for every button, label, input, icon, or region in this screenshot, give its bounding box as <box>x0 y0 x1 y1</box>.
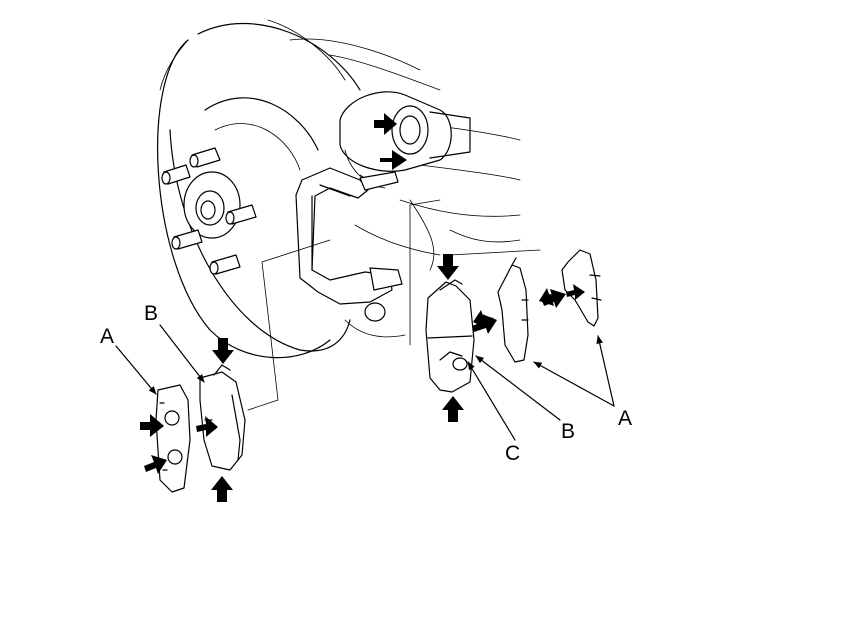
leader-lines <box>115 324 615 441</box>
caliper-bracket <box>295 167 403 305</box>
caliper-piston-assembly <box>339 91 471 189</box>
knuckle-outline <box>289 38 521 338</box>
left-shim-b <box>199 364 246 471</box>
left-shim-a <box>155 384 191 493</box>
wheel-studs <box>161 147 257 275</box>
arrow-caliper-1 <box>374 113 397 135</box>
label-left-a: A <box>100 325 114 348</box>
brake-disc <box>157 19 361 359</box>
label-left-b: B <box>144 302 158 325</box>
label-right-b: B <box>561 420 575 443</box>
right-brake-pad <box>425 279 475 393</box>
label-right-c: C <box>505 442 520 465</box>
lubrication-arrows <box>140 113 585 502</box>
callout-lines <box>247 199 541 411</box>
label-right-a: A <box>618 407 632 430</box>
arrow-caliper-2 <box>380 150 407 170</box>
right-shim-a <box>561 249 602 327</box>
wheel-hub <box>183 171 241 239</box>
right-shim-b <box>497 257 529 363</box>
